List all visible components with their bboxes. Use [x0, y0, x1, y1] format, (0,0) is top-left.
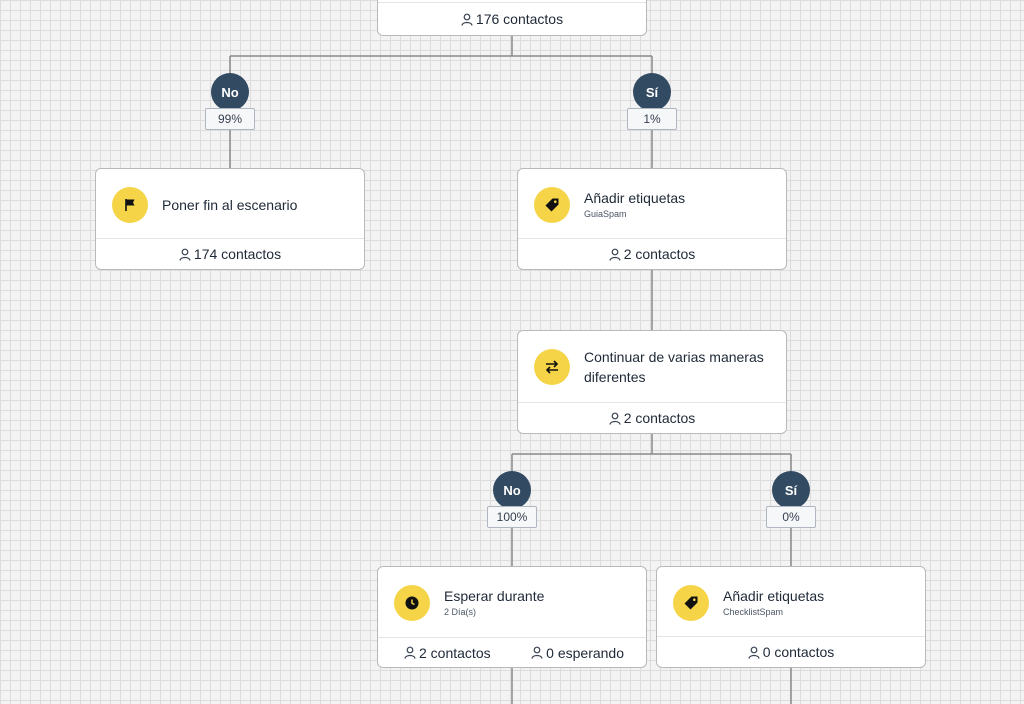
card-title: Esperar durante	[444, 588, 545, 604]
contacts-stat: 2 contactos	[404, 645, 491, 661]
branch-yes-percent-value: 1%	[643, 112, 661, 126]
waiting-stat: 0 esperando	[531, 645, 624, 661]
split-paths-card[interactable]: Continuar de varias maneras diferentes 2…	[517, 330, 787, 434]
flag-icon	[125, 199, 135, 211]
card-footer: 0 contactos	[657, 636, 925, 667]
top-node-footer: 176 contactos	[378, 2, 646, 35]
contacts-stat: 2 contactos	[609, 410, 696, 426]
contacts-count: 2 contactos	[623, 246, 696, 262]
contacts-stat: 0 contactos	[748, 644, 835, 660]
contacts-count: 176 contactos	[475, 11, 564, 27]
tag-icon	[545, 198, 559, 212]
contacts-count: 0 contactos	[762, 644, 835, 660]
branch-no-label: No	[221, 84, 239, 100]
tag-icon-badge	[534, 187, 570, 223]
add-tags-card-2[interactable]: Añadir etiquetas ChecklistSpam 0 contact…	[656, 566, 926, 668]
card-title: Añadir etiquetas	[584, 190, 686, 206]
branch-yes-percent: 1%	[627, 108, 677, 130]
tag-icon	[684, 596, 698, 610]
card-subtitle: GuiaSpam	[584, 209, 627, 219]
contacts-count: 2 contactos	[419, 644, 491, 661]
card-title-line-2: diferentes	[584, 369, 646, 385]
contacts-stat: 174 contactos	[179, 246, 281, 262]
card-title-line-1: Continuar de varias maneras	[584, 349, 764, 365]
branch-no-percent-value: 100%	[496, 510, 528, 524]
card-footer: 2 contactos 0 esperando	[378, 637, 646, 667]
person-icon	[179, 248, 191, 261]
branch-no-label: No	[503, 482, 521, 498]
card-footer: 2 contactos	[518, 238, 786, 269]
branch-yes-label: Sí	[645, 84, 659, 100]
add-tags-card-1[interactable]: Añadir etiquetas GuiaSpam 2 contactos	[517, 168, 787, 270]
arrows-swap-icon	[545, 360, 559, 374]
card-subtitle: ChecklistSpam	[723, 607, 784, 617]
arrows-swap-icon-badge	[534, 349, 570, 385]
card-title: Añadir etiquetas	[723, 588, 825, 604]
branch-no-percent: 100%	[487, 506, 537, 528]
wait-card[interactable]: Esperar durante 2 Día(s) 2 contactos 0 e…	[377, 566, 647, 668]
person-icon	[531, 646, 543, 659]
branch-yes-badge: Sí	[633, 73, 671, 111]
branch-yes-label: Sí	[784, 482, 798, 498]
branch-no-badge: No	[211, 73, 249, 111]
clock-icon	[405, 596, 419, 610]
person-icon	[609, 248, 621, 261]
flag-icon-badge	[112, 187, 148, 223]
end-scenario-card[interactable]: Poner fin al escenario 174 contactos	[95, 168, 365, 270]
person-icon	[748, 646, 760, 659]
branch-yes-badge: Sí	[772, 471, 810, 509]
clock-icon-badge	[394, 585, 430, 621]
contacts-count: 2 contactos	[623, 410, 696, 426]
card-title: Poner fin al escenario	[162, 197, 298, 213]
contacts-count: 174 contactos	[193, 246, 282, 262]
card-footer: 2 contactos	[518, 402, 786, 433]
branch-no-percent: 99%	[205, 108, 255, 130]
waiting-count: 0 esperando	[546, 644, 624, 661]
person-icon	[404, 646, 416, 659]
top-node-card[interactable]: 176 contactos	[377, 0, 647, 36]
person-icon	[609, 412, 621, 425]
branch-no-badge: No	[493, 471, 531, 509]
person-icon	[461, 13, 473, 26]
contacts-stat: 176 contactos	[461, 11, 563, 27]
branch-no-percent-value: 99%	[217, 112, 243, 126]
branch-yes-percent: 0%	[766, 506, 816, 528]
card-subtitle: 2 Día(s)	[444, 607, 477, 617]
contacts-stat: 2 contactos	[609, 246, 696, 262]
card-footer: 174 contactos	[96, 238, 364, 269]
tag-icon-badge	[673, 585, 709, 621]
branch-yes-percent-value: 0%	[782, 510, 800, 524]
